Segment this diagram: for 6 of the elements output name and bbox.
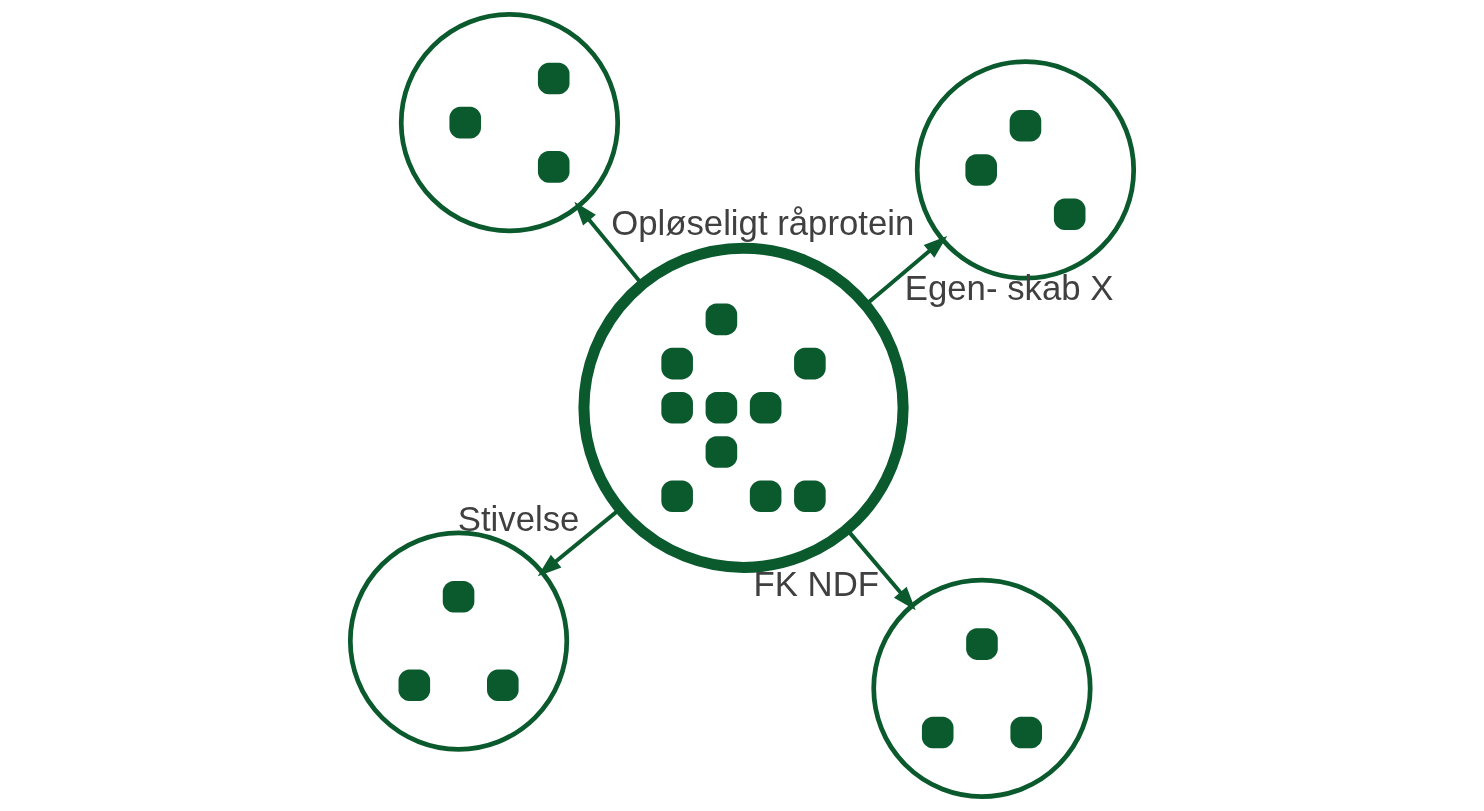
node-circle: [578, 242, 909, 573]
edge-label: Egen- skab X: [904, 269, 1114, 308]
edge-label: Opløseligt råprotein: [611, 204, 915, 243]
edge-label: Stivelse: [457, 499, 580, 538]
edge-label: FK NDF: [753, 564, 880, 603]
node-circle: [347, 530, 570, 752]
